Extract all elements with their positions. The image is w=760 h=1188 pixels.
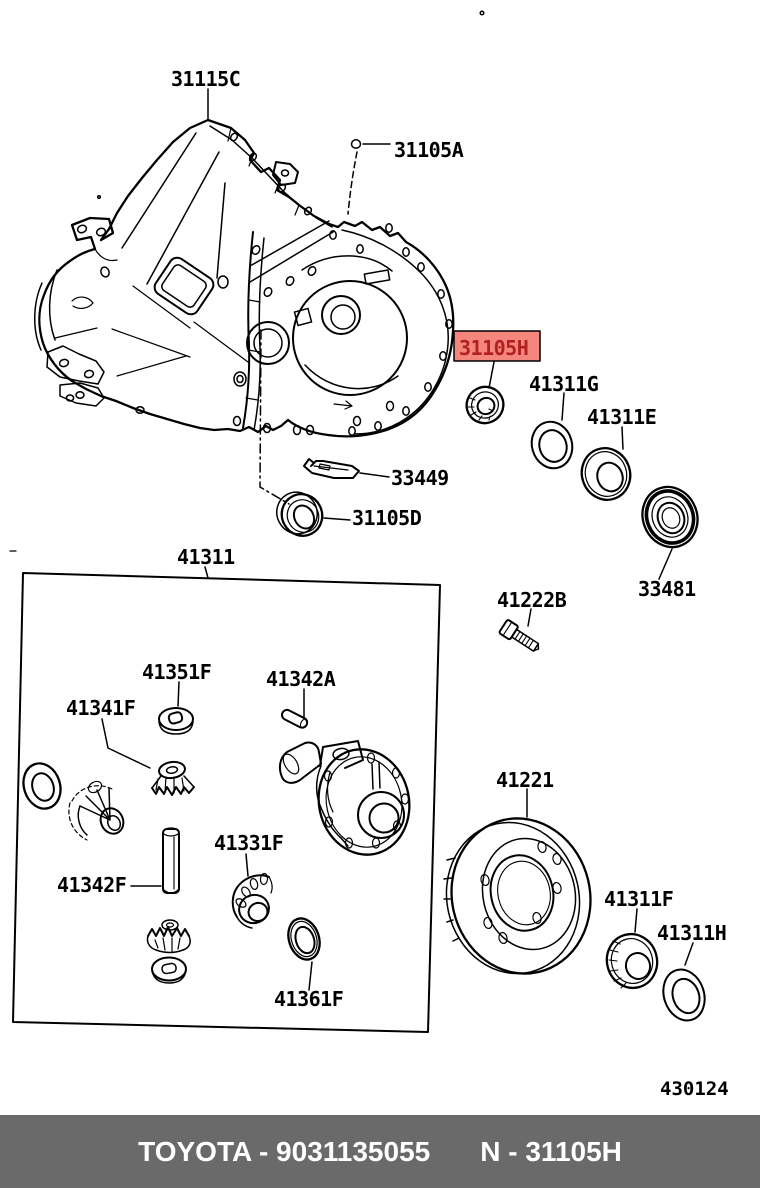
callout-41342a: 41342A xyxy=(266,667,336,718)
hidden-line-31105d xyxy=(259,329,290,505)
part-label-41311g[interactable]: 41311G xyxy=(529,372,599,396)
lock-plate-33449-drawing xyxy=(303,458,360,479)
washer-41361f-drawing xyxy=(287,917,321,961)
part-label-41311f[interactable]: 41311F xyxy=(604,887,674,911)
part-label-41342f[interactable]: 41342F xyxy=(57,873,127,897)
side-gear-lower-drawing xyxy=(146,919,191,954)
leader-41311h xyxy=(684,942,694,966)
pinion-gear-41331f-drawing xyxy=(231,872,273,929)
pinion-shaft-41342f-drawing xyxy=(162,827,180,894)
part-label-41331f[interactable]: 41331F xyxy=(214,831,284,855)
callout-41351f: 41351F xyxy=(142,660,212,707)
leader-41351f xyxy=(177,681,180,707)
callout-33449: 33449 xyxy=(359,466,449,490)
leader-33481 xyxy=(658,548,673,580)
footer-catalog-code: TOYOTA - 9031135055 xyxy=(138,1135,431,1167)
hidden-line-31105a xyxy=(347,151,358,215)
callout-41311e: 41311E xyxy=(587,405,657,450)
oil-seal-31105d-drawing xyxy=(276,491,324,537)
washer-41311h-drawing xyxy=(662,968,706,1022)
bolt-31105a-glyph xyxy=(350,139,362,149)
oil-seal-31105h-drawing xyxy=(465,385,505,425)
callout-41222b: 41222B xyxy=(497,588,567,627)
callout-31105d: 31105D xyxy=(323,506,422,530)
bolt-41222b-drawing xyxy=(498,619,540,652)
callout-33481: 33481 xyxy=(638,548,697,601)
side-gear-41341f-drawing xyxy=(151,760,195,796)
bearing-41311f-drawing xyxy=(605,932,659,990)
callout-41311g: 41311G xyxy=(529,372,599,421)
leader-41222b xyxy=(527,608,532,627)
callout-41311h: 41311H xyxy=(657,921,727,966)
callout-31105a: 31105A xyxy=(350,138,464,162)
part-label-41341f[interactable]: 41341F xyxy=(66,696,136,720)
thrust-washer-lower-drawing xyxy=(151,956,187,984)
leader-41331f xyxy=(245,853,249,877)
leader-41311e xyxy=(621,426,624,450)
part-label-31115c[interactable]: 31115C xyxy=(171,67,241,91)
callout-41361f: 41361F xyxy=(274,961,344,1011)
callout-41331f: 41331F xyxy=(214,831,284,877)
callout-41342f: 41342F xyxy=(57,873,162,897)
leader-41341f xyxy=(101,718,151,769)
bearing-41311e-drawing xyxy=(580,447,632,501)
washer-41311g-drawing xyxy=(530,420,574,470)
pinion-pin-41342a-drawing xyxy=(280,708,309,729)
leader-41311f xyxy=(634,908,638,933)
highlight-box-31105h[interactable] xyxy=(453,330,541,362)
parts-diagram: 31115C 31105A 31105H 41311G 41311E 33481… xyxy=(9,10,729,1100)
part-label-41342a[interactable]: 41342A xyxy=(266,667,336,691)
callout-31115c: 31115C xyxy=(171,67,241,120)
callout-41311f: 41311F xyxy=(604,887,674,933)
thrust-washer-41351f-drawing xyxy=(158,707,194,735)
footer-part-reference: N - 31105H xyxy=(480,1135,622,1167)
ring-gear-41221-drawing xyxy=(443,817,592,975)
part-label-41221[interactable]: 41221 xyxy=(496,768,555,792)
pinion-gear-hidden-drawing xyxy=(68,780,125,841)
leader-31105h xyxy=(488,361,495,389)
part-label-31105a[interactable]: 31105A xyxy=(394,138,464,162)
leader-41361f xyxy=(308,961,313,991)
part-label-41351f[interactable]: 41351F xyxy=(142,660,212,684)
footer-bar: TOYOTA - 9031135055 N - 31105H xyxy=(0,1115,760,1188)
leader-33449 xyxy=(359,472,390,478)
part-label-33449[interactable]: 33449 xyxy=(391,466,449,490)
bearing-33481-drawing xyxy=(641,485,699,549)
part-label-41311[interactable]: 41311 xyxy=(177,545,236,569)
figure-number: 430124 xyxy=(660,1078,729,1100)
part-label-31105d[interactable]: 31105D xyxy=(352,506,422,530)
part-label-33481[interactable]: 33481 xyxy=(638,577,697,601)
differential-case-drawing xyxy=(278,740,411,856)
leader-41311g xyxy=(561,392,565,421)
transaxle-housing-drawing xyxy=(34,118,455,438)
thrust-washer-left-drawing xyxy=(22,762,62,810)
callout-41221: 41221 xyxy=(496,768,555,818)
part-label-41222b[interactable]: 41222B xyxy=(497,588,567,612)
leader-41311 xyxy=(204,566,209,579)
callout-31105h-highlighted: 31105H xyxy=(453,330,541,389)
callout-41311: 41311 xyxy=(177,545,236,579)
part-label-41311h[interactable]: 41311H xyxy=(657,921,727,945)
part-label-41361f[interactable]: 41361F xyxy=(274,987,344,1011)
part-label-31105h[interactable]: 31105H xyxy=(459,336,529,360)
differential-kit-box xyxy=(12,572,441,1033)
leader-31105d xyxy=(323,517,351,521)
part-label-41311e[interactable]: 41311E xyxy=(587,405,657,429)
stray-marks xyxy=(9,10,485,552)
callout-41341f: 41341F xyxy=(66,696,151,769)
